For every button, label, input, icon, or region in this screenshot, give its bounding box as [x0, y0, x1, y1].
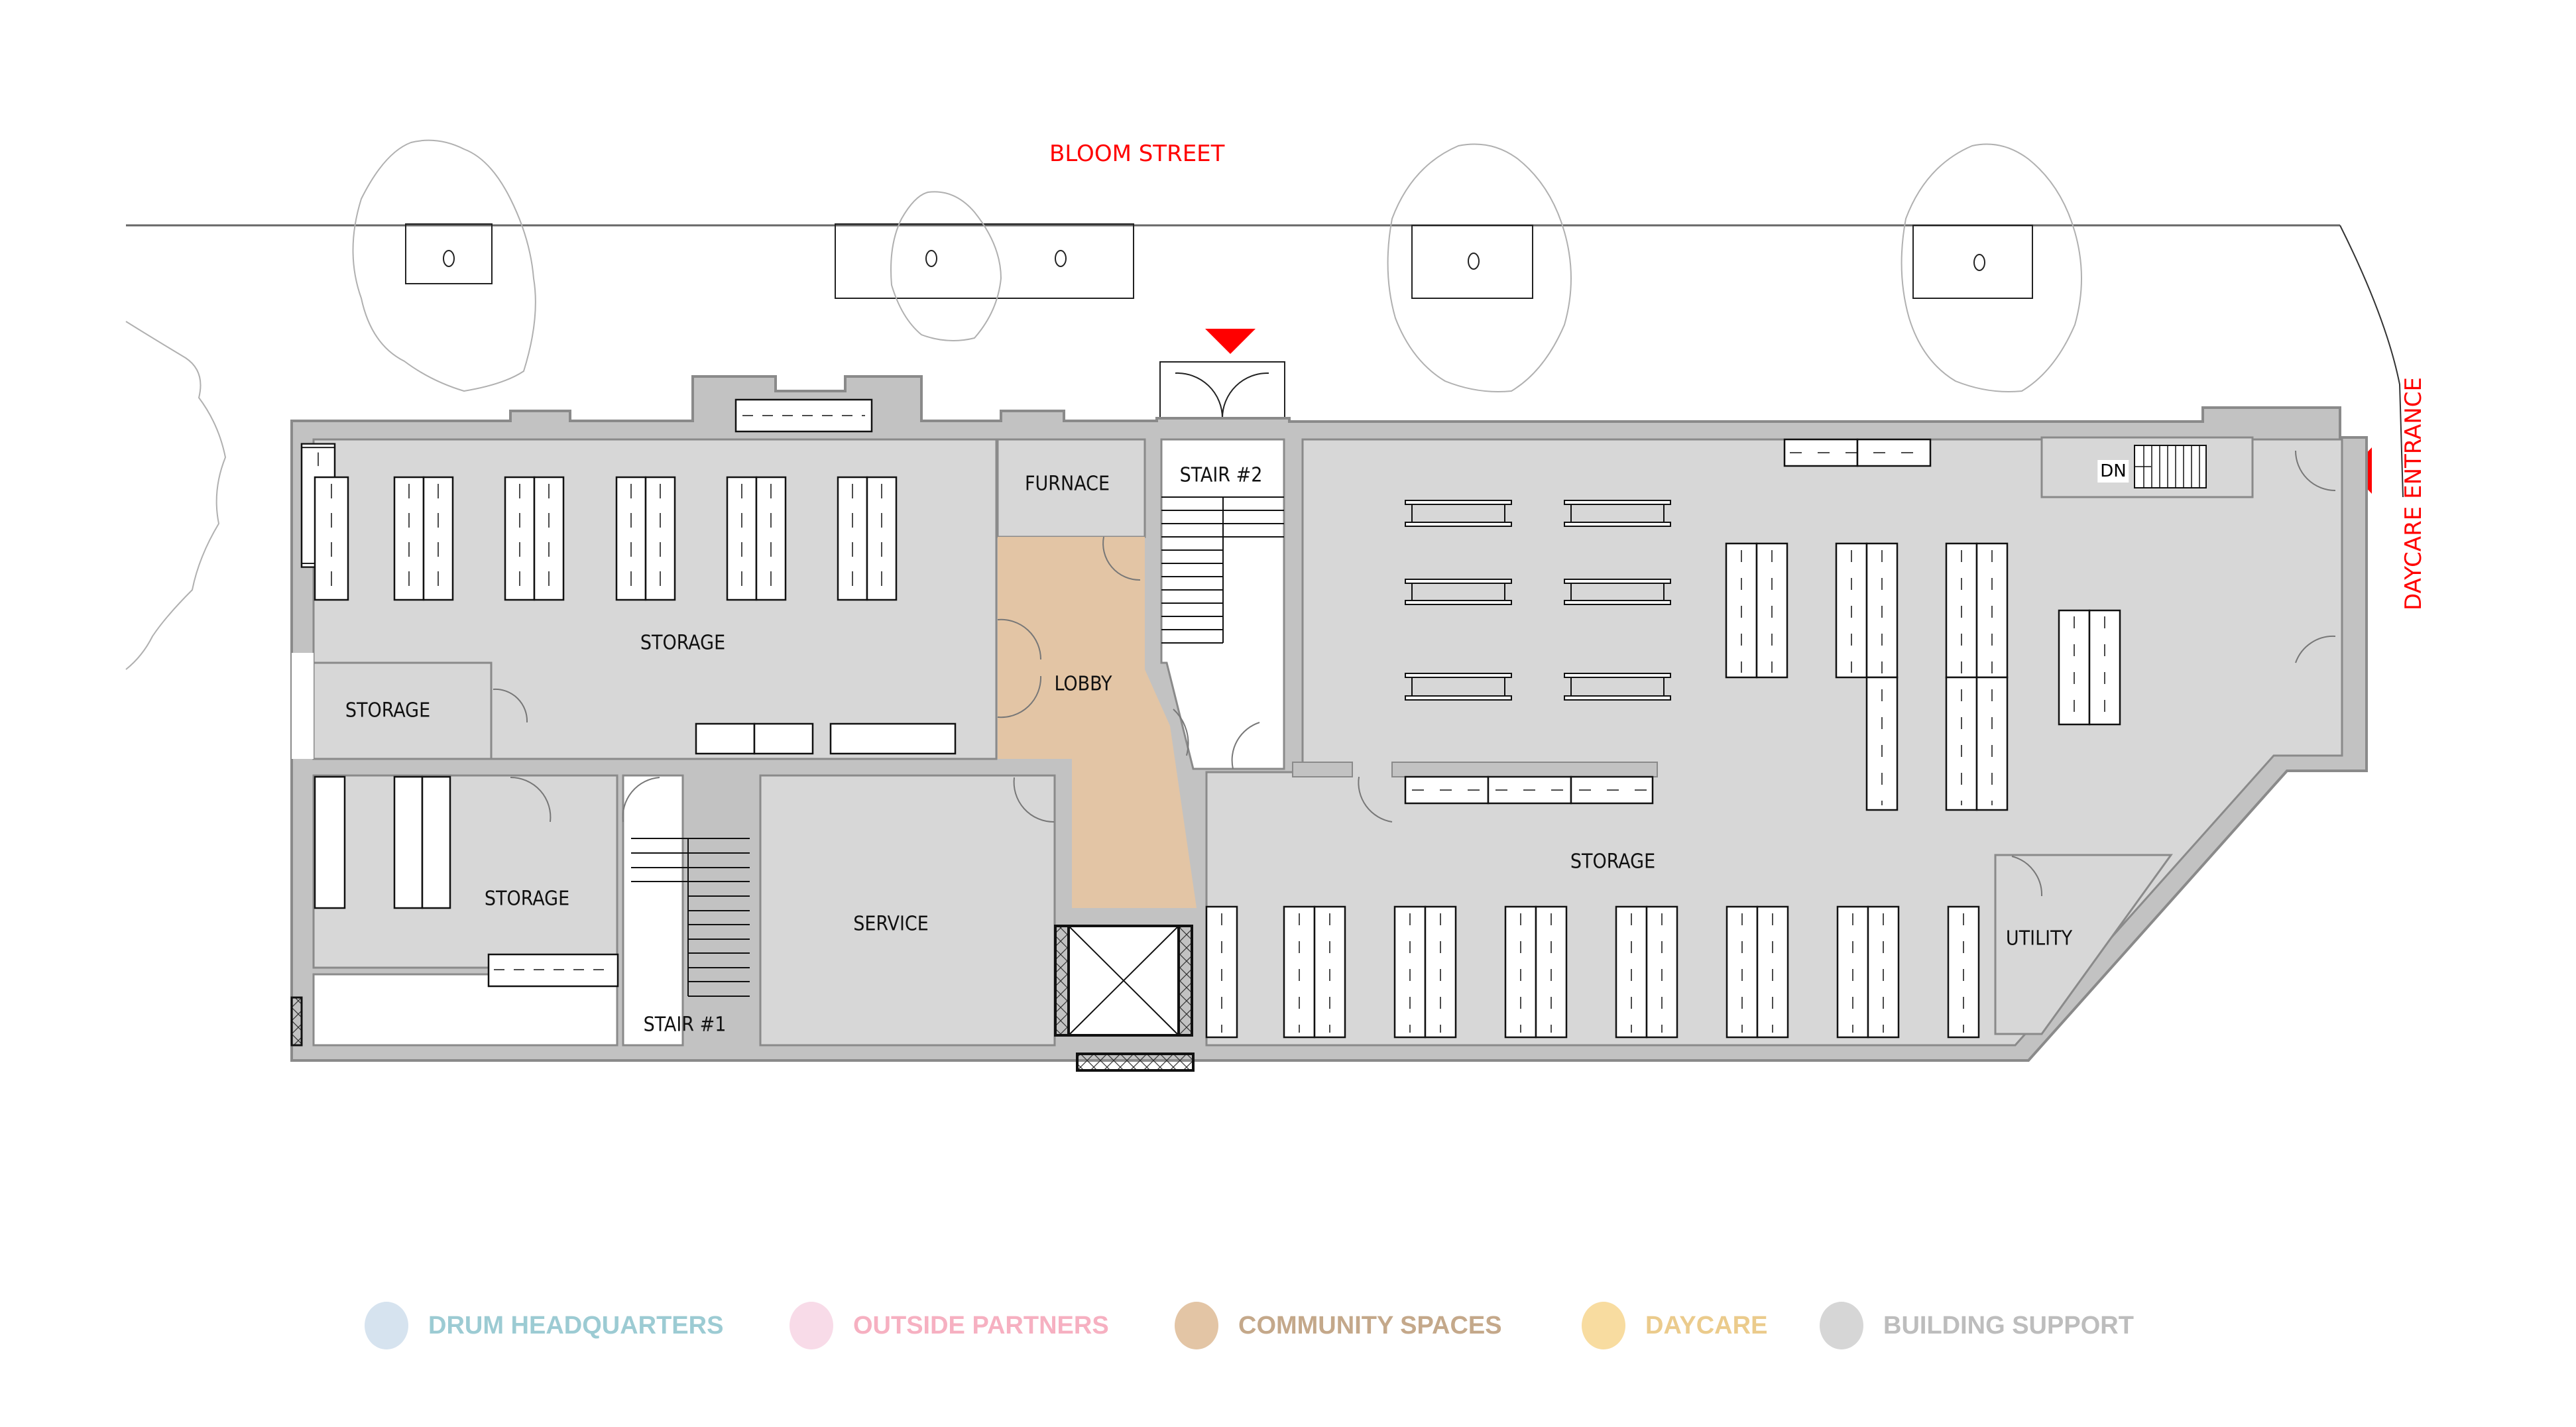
legend-label: DAYCARE	[1645, 1311, 1768, 1340]
racks-lower	[314, 775, 619, 988]
legend-dot-icon	[790, 1302, 833, 1349]
building	[290, 375, 2368, 1072]
room-label-service: SERVICE	[853, 912, 929, 936]
racks-west	[300, 398, 957, 755]
legend-label: BUILDING SUPPORT	[1883, 1311, 2134, 1340]
street-label: BLOOM STREET	[1049, 141, 1225, 167]
legend-label: OUTSIDE PARTNERS	[853, 1311, 1109, 1340]
legend-dot-icon	[1820, 1302, 1863, 1349]
legend-dot-icon	[365, 1302, 408, 1349]
room-label-lobby: LOBBY	[1054, 672, 1112, 696]
daycare-entrance-label: DAYCARE ENTRANCE	[2400, 377, 2427, 610]
legend-item-outside-partners: OUTSIDE PARTNERS	[790, 1299, 1109, 1352]
street-context	[125, 139, 2404, 670]
legend-dot-icon	[1175, 1302, 1218, 1349]
room-label-storage-small: STORAGE	[345, 699, 431, 722]
main-entrance-arrow-icon	[1205, 329, 1256, 354]
stair-down-label: DN	[2097, 460, 2129, 483]
legend-item-building-support: BUILDING SUPPORT	[1820, 1299, 2134, 1352]
legend-label: DRUM HEADQUARTERS	[428, 1311, 724, 1340]
room-label-stair-2: STAIR #2	[1179, 463, 1263, 487]
room-label-storage-lower: STORAGE	[484, 887, 570, 911]
elevator	[1054, 925, 1195, 1072]
legend-dot-icon	[1582, 1302, 1625, 1349]
tables	[1405, 500, 1671, 701]
legend-label: COMMUNITY SPACES	[1238, 1311, 1502, 1340]
room-label-storage-east: STORAGE	[1570, 850, 1656, 874]
room-label-furnace: FURNACE	[1024, 472, 1110, 496]
legend-item-daycare: DAYCARE	[1582, 1299, 1767, 1352]
legend: DRUM HEADQUARTERS OUTSIDE PARTNERS COMMU…	[0, 1299, 2576, 1352]
down-stair	[2134, 445, 2207, 488]
room-label-storage-main: STORAGE	[640, 631, 726, 655]
room-label-stair-1: STAIR #1	[643, 1013, 727, 1037]
room-label-utility: UTILITY	[2005, 927, 2073, 950]
legend-item-drum-headquarters: DRUM HEADQUARTERS	[365, 1299, 723, 1352]
legend-item-community-spaces: COMMUNITY SPACES	[1175, 1299, 1502, 1352]
